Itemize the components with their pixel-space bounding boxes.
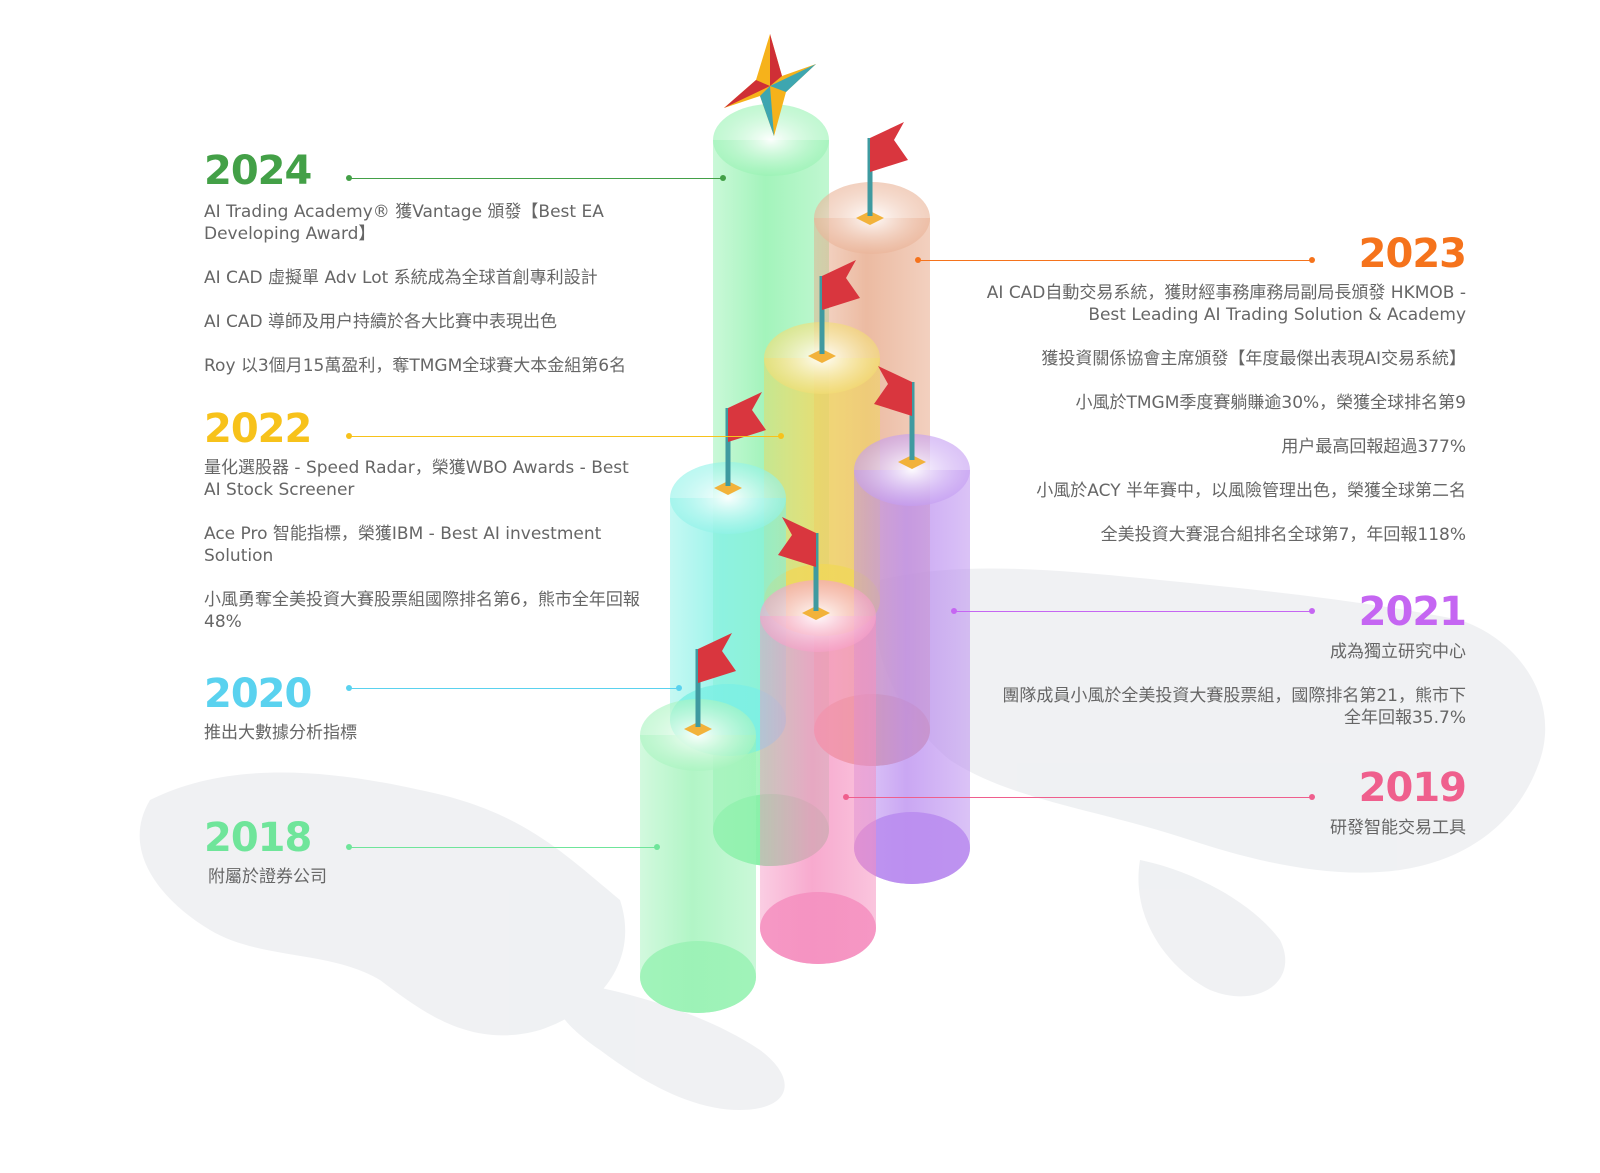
year-heading-2024: 2024 [204, 148, 312, 194]
milestone-item: Roy 以3個月15萬盈利，奪TMGM全球賽大本金組第6名 [204, 356, 627, 376]
milestone-item: 量化選股器 - Speed Radar，榮獲WBO Awards - Best … [204, 458, 629, 500]
flag-marker [714, 392, 766, 495]
flag-base [714, 481, 742, 495]
connector-dot [778, 433, 784, 439]
milestone-item: 小風勇奪全美投資大賽股票組國際排名第6，熊市全年回報48% [204, 590, 640, 632]
year-heading-2019: 2019 [1358, 765, 1467, 811]
pillar-top [713, 104, 829, 176]
milestone-item: 推出大數據分析指標 [204, 723, 357, 743]
pillar-2021 [854, 434, 970, 884]
milestone-item: AI CAD自動交易系統，獲財經事務庫務局副局長頒發 HKMOB - Best … [986, 283, 1466, 325]
year-heading-2020: 2020 [204, 671, 312, 717]
flag-marker [874, 366, 926, 469]
connector-dot [915, 257, 921, 263]
connector-dot [1309, 608, 1315, 614]
flag-pole [909, 382, 915, 460]
pillar-body [640, 735, 756, 1013]
pillar-body [760, 616, 876, 964]
flag-base [856, 211, 884, 225]
milestone-list-2023: AI CAD自動交易系統，獲財經事務庫務局副局長頒發 HKMOB - Best … [986, 282, 1466, 568]
milestone-item: AI CAD 導師及用户持續於各大比賽中表現出色 [204, 312, 558, 332]
connector-line-2019 [846, 797, 1312, 798]
flag-cloth [822, 260, 860, 310]
milestone-list-2021: 成為獨立研究中心 團隊成員小風於全美投資大賽股票組，國際排名第21，熊市下全年回… [996, 641, 1466, 751]
flag-marker [808, 260, 860, 363]
flag-base [898, 455, 926, 469]
milestone-item: 成為獨立研究中心 [1330, 642, 1466, 662]
flag-marker [778, 517, 830, 620]
pillar-top [670, 462, 786, 534]
milestone-item: 小風於TMGM季度賽躺賺逾30%，榮獲全球排名第9 [1075, 393, 1467, 413]
milestone-list-2019: 研發智能交易工具 [1166, 817, 1466, 861]
connector-dot [676, 685, 682, 691]
milestone-item: 團隊成員小風於全美投資大賽股票組，國際排名第21，熊市下全年回報35.7% [1002, 686, 1466, 728]
year-heading-2021: 2021 [1358, 589, 1467, 635]
milestone-list-2018: 附屬於證券公司 [208, 866, 648, 910]
milestone-item: 小風於ACY 半年賽中，以風險管理出色，榮獲全球第二名 [1036, 481, 1466, 501]
milestone-item: 獲投資關係協會主席頒發【年度最傑出表現AI交易系統】 [1041, 349, 1466, 369]
milestone-list-2024: AI Trading Academy® 獲Vantage 頒發【Best EA … [204, 201, 664, 399]
flag-pole [695, 649, 701, 727]
connector-line-2022 [349, 436, 781, 437]
year-heading-2022: 2022 [204, 406, 312, 452]
flag-pole [867, 138, 873, 216]
connector-line-2020 [349, 688, 679, 689]
flag-cloth [778, 517, 816, 567]
connector-dot [346, 433, 352, 439]
pillar-body [854, 470, 970, 884]
milestone-list-2022: 量化選股器 - Speed Radar，榮獲WBO Awards - Best … [204, 457, 649, 655]
flag-base [684, 722, 712, 736]
year-heading-2018: 2018 [204, 815, 312, 861]
connector-dot [1309, 257, 1315, 263]
flag-pole [725, 408, 731, 486]
pillar-body [764, 358, 880, 636]
flag-marker [856, 122, 908, 225]
flag-marker [684, 633, 736, 736]
connector-line-2021 [954, 611, 1312, 612]
connector-dot [346, 685, 352, 691]
flag-cloth [870, 122, 908, 172]
flag-cloth [698, 633, 736, 683]
milestone-item: Ace Pro 智能指標，榮獲IBM - Best AI investment … [204, 524, 602, 566]
flag-cloth [728, 392, 766, 442]
connector-line-2023 [918, 260, 1312, 261]
milestone-item: 附屬於證券公司 [208, 867, 327, 887]
milestone-item: 用户最高回報超過377% [1281, 437, 1466, 457]
connector-dot [720, 175, 726, 181]
connector-line-2024 [349, 178, 723, 179]
connector-line-2018 [349, 847, 657, 848]
flag-pole [819, 276, 825, 354]
connector-dot [346, 844, 352, 850]
flag-cloth [874, 366, 912, 416]
connector-dot [843, 794, 849, 800]
pillar-2018 [640, 699, 756, 1013]
connector-dot [1309, 794, 1315, 800]
flag-base [808, 349, 836, 363]
milestone-item: 全美投資大賽混合組排名全球第7，年回報118% [1100, 525, 1466, 545]
connector-dot [654, 844, 660, 850]
milestone-item: AI CAD 虛擬單 Adv Lot 系統成為全球首創專利設計 [204, 268, 598, 288]
pillar-top [854, 434, 970, 506]
star-icon [724, 34, 816, 136]
milestone-list-2020: 推出大數據分析指標 [204, 722, 644, 766]
flag-base [802, 606, 830, 620]
milestone-item: 研發智能交易工具 [1330, 818, 1466, 838]
year-heading-2023: 2023 [1358, 231, 1467, 277]
milestone-item: AI Trading Academy® 獲Vantage 頒發【Best EA … [204, 202, 604, 244]
connector-dot [346, 175, 352, 181]
world-map-background [139, 568, 1546, 1110]
flag-pole [813, 533, 819, 611]
pillar-2019 [760, 580, 876, 964]
connector-dot [951, 608, 957, 614]
